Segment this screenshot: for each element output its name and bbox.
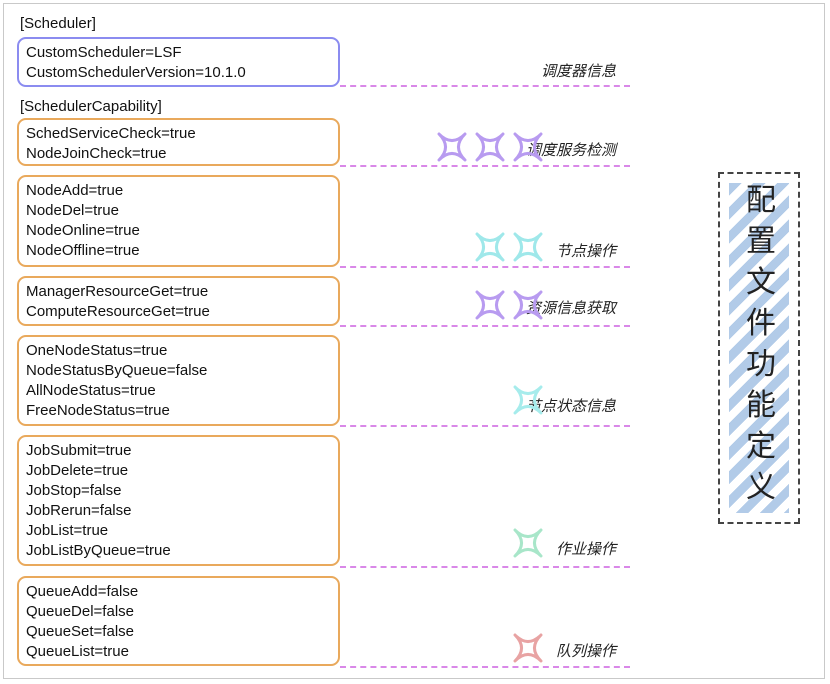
config-line: AllNodeStatus=true xyxy=(26,382,156,399)
vertical-title-char: 功 xyxy=(746,347,776,382)
job-operations-box: JobSubmit=true JobDelete=true JobStop=fa… xyxy=(17,435,340,566)
vertical-title-char: 定 xyxy=(746,429,776,464)
vertical-title-char: 配 xyxy=(746,183,776,218)
section-label-node-operations: 节点操作 xyxy=(555,242,616,260)
diagram-frame xyxy=(3,3,825,679)
vertical-title-char: 文 xyxy=(746,265,776,300)
config-line: SchedServiceCheck=true xyxy=(26,125,196,142)
sparkle-icon xyxy=(513,290,543,320)
scheduler-header: [Scheduler] xyxy=(20,15,96,32)
config-line: OneNodeStatus=true xyxy=(26,342,168,359)
config-line: QueueAdd=false xyxy=(26,583,139,600)
config-line: JobStop=false xyxy=(26,482,122,499)
dashed-separator xyxy=(340,85,630,87)
config-line: ComputeResourceGet=true xyxy=(26,303,210,320)
config-line: NodeAdd=true xyxy=(26,182,124,199)
scheduler-box: CustomScheduler=LSF CustomSchedulerVersi… xyxy=(17,37,340,87)
sparkle-icon xyxy=(475,290,505,320)
config-line: JobListByQueue=true xyxy=(26,542,171,559)
config-line: QueueDel=false xyxy=(26,603,134,620)
section-label-queue-operations: 队列操作 xyxy=(555,642,616,660)
vertical-title-char: 件 xyxy=(746,306,776,341)
sparkle-icon xyxy=(475,232,505,262)
section-label-node-status: 节点状态信息 xyxy=(525,397,616,415)
sparkle-icon xyxy=(437,132,467,162)
vertical-title-char: 义 xyxy=(746,470,776,505)
config-line: NodeOffline=true xyxy=(26,242,140,259)
dashed-separator xyxy=(340,566,630,568)
config-line: NodeStatusByQueue=false xyxy=(26,362,208,379)
config-line: JobRerun=false xyxy=(26,502,132,519)
sparkle-icon xyxy=(513,132,543,162)
dashed-separator xyxy=(340,325,630,327)
config-line: CustomScheduler=LSF xyxy=(26,44,182,61)
dashed-separator xyxy=(340,425,630,427)
config-line: NodeOnline=true xyxy=(26,222,140,239)
sparkle-icon xyxy=(513,633,543,663)
vertical-title-char: 置 xyxy=(746,224,776,259)
config-line: JobDelete=true xyxy=(26,462,129,479)
node-status-box: OneNodeStatus=true NodeStatusByQueue=fal… xyxy=(17,335,340,426)
sparkle-icon xyxy=(475,132,505,162)
queue-operations-box: QueueAdd=false QueueDel=false QueueSet=f… xyxy=(17,576,340,666)
config-line: NodeJoinCheck=true xyxy=(26,145,167,162)
config-line: QueueList=true xyxy=(26,643,129,660)
dashed-separator xyxy=(340,266,630,268)
sparkle-icon xyxy=(513,385,543,415)
service-check-box: SchedServiceCheck=true NodeJoinCheck=tru… xyxy=(17,118,340,166)
scheduler-capability-header: [SchedulerCapability] xyxy=(20,98,162,115)
dashed-separator xyxy=(340,165,630,167)
vertical-title-char: 能 xyxy=(746,388,776,423)
section-label-scheduler-info: 调度器信息 xyxy=(540,62,616,80)
section-label-service-check: 调度服务检测 xyxy=(525,141,616,159)
sparkle-icon xyxy=(513,528,543,558)
config-line: ManagerResourceGet=true xyxy=(26,283,209,300)
config-line: CustomSchedulerVersion=10.1.0 xyxy=(26,64,246,81)
config-line: JobSubmit=true xyxy=(26,442,132,459)
hatched-background xyxy=(729,183,789,513)
config-line: QueueSet=false xyxy=(26,623,134,640)
vertical-title-box: 配置文件功能定义 xyxy=(718,172,800,524)
config-line: NodeDel=true xyxy=(26,202,119,219)
resource-info-box: ManagerResourceGet=true ComputeResourceG… xyxy=(17,276,340,326)
config-line: FreeNodeStatus=true xyxy=(26,402,170,419)
section-label-job-operations: 作业操作 xyxy=(555,540,616,558)
sparkle-icon xyxy=(513,232,543,262)
config-line: JobList=true xyxy=(26,522,109,539)
node-operations-box: NodeAdd=true NodeDel=true NodeOnline=tru… xyxy=(17,175,340,267)
dashed-separator xyxy=(340,666,630,668)
section-label-resource-info: 资源信息获取 xyxy=(525,299,616,317)
